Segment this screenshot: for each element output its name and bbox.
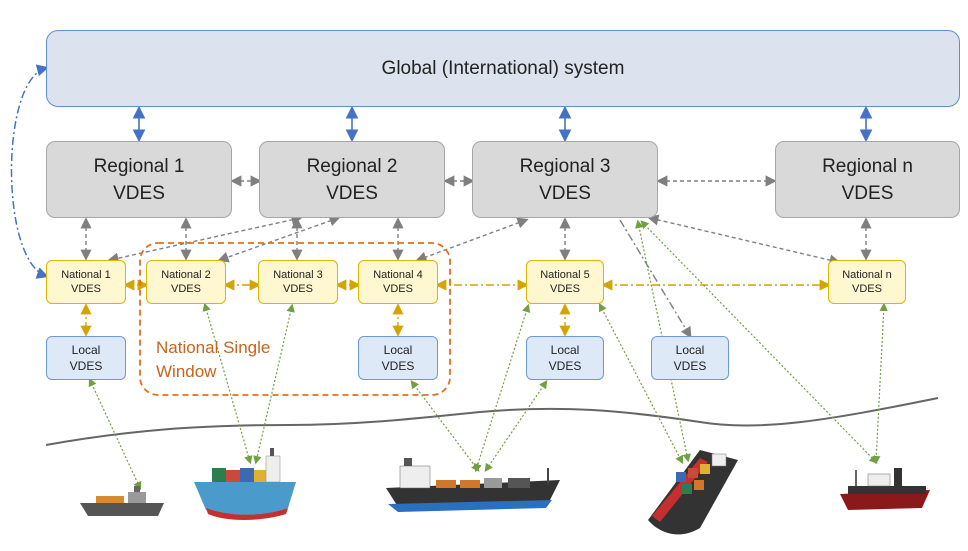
national-3-box: National 3 VDES bbox=[258, 260, 338, 304]
local-2-type: VDES bbox=[381, 359, 415, 373]
regional-3-box: Regional 3 VDES bbox=[472, 141, 658, 218]
local-4-name: Local bbox=[675, 343, 705, 357]
national-n-name: National n bbox=[842, 269, 892, 281]
national-5-name: National 5 bbox=[540, 269, 590, 281]
local-2-box: Local VDES bbox=[358, 336, 438, 380]
national-1-box: National 1 VDES bbox=[46, 260, 126, 304]
ship-container-bow-icon bbox=[648, 450, 738, 535]
local-2-name: Local bbox=[383, 343, 413, 357]
ship-container-ship-icon bbox=[194, 448, 296, 520]
ship-small-boat-icon bbox=[80, 486, 164, 516]
national-4-box: National 4 VDES bbox=[358, 260, 438, 304]
regional-3-name: Regional 3 bbox=[519, 155, 611, 177]
ship-cargo-ship-icon bbox=[386, 458, 560, 512]
global-national-link bbox=[10, 64, 49, 279]
regional-n-box: Regional n VDES bbox=[775, 141, 960, 218]
national-n-box: National n VDES bbox=[828, 260, 906, 304]
national-1-name: National 1 bbox=[61, 269, 111, 281]
national-1-type: VDES bbox=[71, 283, 101, 295]
regional-1-box: Regional 1 VDES bbox=[46, 141, 232, 218]
national-n-type: VDES bbox=[852, 283, 882, 295]
national-4-name: National 4 bbox=[373, 269, 423, 281]
regional-2-box: Regional 2 VDES bbox=[259, 141, 445, 218]
regional-1-name: Regional 1 bbox=[93, 155, 185, 177]
regional3-local-link bbox=[619, 219, 692, 339]
single-window-line2: Window bbox=[156, 362, 217, 381]
single-window-label: National Single Window bbox=[156, 336, 296, 384]
national-local-links bbox=[80, 303, 571, 337]
single-window-region bbox=[139, 242, 451, 396]
global-regional-links bbox=[132, 105, 873, 143]
national-4-type: VDES bbox=[383, 283, 413, 295]
national-2-box: National 2 VDES bbox=[146, 260, 226, 304]
local-3-type: VDES bbox=[548, 359, 582, 373]
local-1-name: Local bbox=[71, 343, 101, 357]
ship-tug-icon bbox=[840, 468, 930, 510]
national-5-box: National 5 VDES bbox=[526, 260, 604, 304]
single-window-line1: National Single bbox=[156, 338, 271, 357]
local-4-type: VDES bbox=[673, 359, 707, 373]
global-system-label: Global (International) system bbox=[381, 57, 625, 79]
local-3-box: Local VDES bbox=[526, 336, 604, 380]
national-3-type: VDES bbox=[283, 283, 313, 295]
regional-n-name: Regional n bbox=[822, 155, 913, 177]
national-3-name: National 3 bbox=[273, 269, 323, 281]
regional-2-type: VDES bbox=[326, 182, 378, 204]
regional-1-type: VDES bbox=[113, 182, 165, 204]
national-2-name: National 2 bbox=[161, 269, 211, 281]
regional-2-name: Regional 2 bbox=[306, 155, 398, 177]
regional-national-links bbox=[80, 214, 872, 266]
local-3-name: Local bbox=[550, 343, 580, 357]
regional-n-type: VDES bbox=[841, 182, 894, 204]
local-4-box: Local VDES bbox=[651, 336, 729, 380]
regional-3-type: VDES bbox=[539, 182, 591, 204]
national-2-type: VDES bbox=[171, 283, 201, 295]
local-1-box: Local VDES bbox=[46, 336, 126, 380]
national-5-type: VDES bbox=[550, 283, 580, 295]
global-system-box: Global (International) system bbox=[46, 30, 960, 107]
local-1-type: VDES bbox=[69, 359, 103, 373]
